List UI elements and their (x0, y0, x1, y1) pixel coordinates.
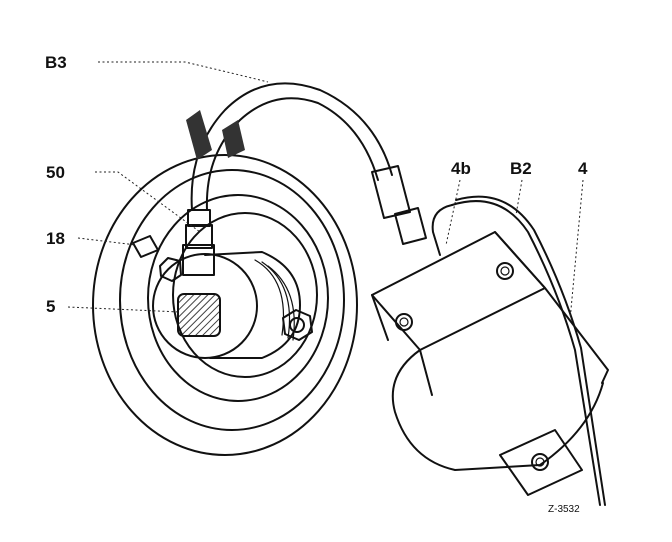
hose-fitting (182, 209, 215, 276)
label-4: 4 (578, 159, 588, 178)
back-plate (92, 154, 358, 456)
leader-lines (67, 61, 584, 321)
label-5: 5 (46, 297, 55, 316)
mount-nut (282, 309, 313, 341)
pipe-4b (431, 204, 453, 256)
piston-rod (177, 293, 221, 337)
label-b2: B2 (510, 159, 532, 178)
line-b2-inner (455, 195, 606, 506)
label-b3: B3 (45, 53, 67, 72)
hose-clips (186, 110, 245, 160)
reservoir-unit (371, 231, 609, 496)
small-nut (159, 257, 182, 282)
cylinder-body (152, 251, 301, 359)
line-b2 (451, 200, 601, 506)
figure-reference: Z-3532 (548, 504, 580, 515)
fitting-18 (132, 235, 159, 258)
label-18: 18 (46, 229, 65, 248)
label-4b: 4b (451, 159, 471, 178)
label-50: 50 (46, 163, 65, 182)
hose-end-fitting (371, 165, 427, 245)
